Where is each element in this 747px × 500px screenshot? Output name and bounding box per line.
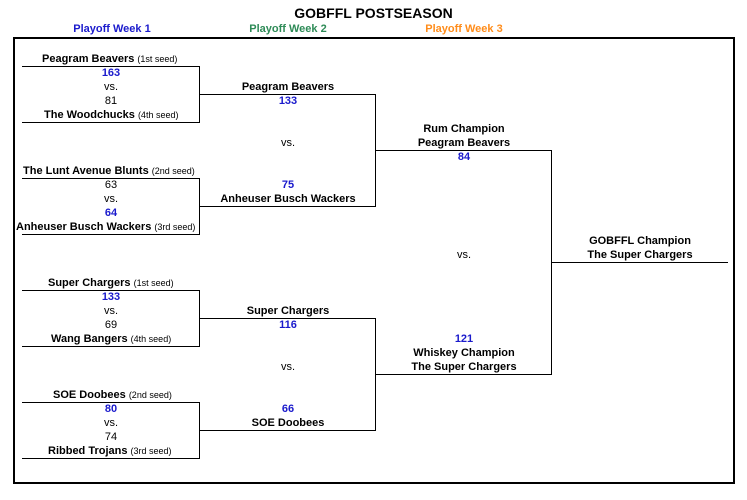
r3-top-team: Peagram Beavers — [417, 137, 511, 149]
r1-m2-score2: 64 — [104, 207, 118, 219]
r3-bottom-title: Whiskey Champion — [413, 347, 515, 359]
r1-m2-team2: Anheuser Busch Wackers (3rd seed) — [16, 221, 196, 233]
r2-m1-team2: Anheuser Busch Wackers — [220, 193, 356, 205]
r1-m1-connector — [199, 66, 200, 122]
r1-m4-score1: 80 — [104, 403, 118, 415]
r2-m2-vs: vs. — [280, 361, 296, 373]
r1-m1-score2: 81 — [104, 95, 118, 107]
r1-m3-line-bottom — [22, 346, 200, 347]
r1-m2-connector — [199, 178, 200, 234]
r2-m2-score2: 66 — [281, 403, 295, 415]
r1-m4-team1: SOE Doobees (2nd seed) — [53, 389, 172, 401]
bracket-frame — [13, 37, 735, 484]
week-2-header: Playoff Week 2 — [249, 23, 327, 35]
r1-m2-line-bottom — [22, 234, 200, 235]
r3-vs: vs. — [456, 249, 472, 261]
r2-m1-connector — [375, 94, 376, 206]
r3-line-top — [376, 150, 552, 151]
r1-m1-team1: Peagram Beavers (1st seed) — [42, 53, 178, 65]
r1-m2-team1: The Lunt Avenue Blunts (2nd seed) — [23, 165, 195, 177]
r2-m2-score1: 116 — [279, 319, 297, 331]
r3-top-score: 84 — [457, 151, 471, 163]
r1-m1-team2: The Woodchucks (4th seed) — [44, 109, 179, 121]
champion-line — [552, 262, 728, 263]
r3-top-title: Rum Champion — [423, 123, 505, 135]
r1-m3-connector — [199, 290, 200, 346]
r3-connector — [551, 150, 552, 374]
r1-m3-score2: 69 — [104, 319, 118, 331]
week-1-header: Playoff Week 1 — [73, 23, 151, 35]
r1-m4-line-top — [22, 402, 200, 403]
champion-team: The Super Chargers — [587, 249, 693, 261]
r2-m2-line-top — [200, 318, 376, 319]
r1-m4-connector — [199, 402, 200, 458]
r3-line-bottom — [376, 374, 552, 375]
r1-m4-team2: Ribbed Trojans (3rd seed) — [48, 445, 172, 457]
champion-title: GOBFFL Champion — [589, 235, 691, 247]
r2-m1-score1: 133 — [278, 95, 298, 107]
r1-m3-team1: Super Chargers (1st seed) — [48, 277, 174, 289]
r1-m2-score1: 63 — [104, 179, 118, 191]
r1-m1-vs: vs. — [103, 81, 119, 93]
r2-m1-line-top — [200, 94, 376, 95]
r1-m2-line-top — [22, 178, 200, 179]
r2-m1-line-bottom — [200, 206, 376, 207]
r1-m3-line-top — [22, 290, 200, 291]
r3-bottom-team: The Super Chargers — [411, 361, 517, 373]
r1-m4-vs: vs. — [103, 417, 119, 429]
r1-m3-team2: Wang Bangers (4th seed) — [51, 333, 172, 345]
r2-m2-team1: Super Chargers — [246, 305, 330, 317]
r2-m1-vs: vs. — [280, 137, 296, 149]
r3-bottom-score: 121 — [454, 333, 474, 345]
week-3-header: Playoff Week 3 — [425, 23, 503, 35]
r2-m1-team1: Peagram Beavers — [241, 81, 335, 93]
r2-m2-line-bottom — [200, 430, 376, 431]
r2-m2-connector — [375, 318, 376, 430]
r1-m4-score2: 74 — [104, 431, 118, 443]
r2-m1-score2: 75 — [281, 179, 295, 191]
r1-m1-line-bottom — [22, 122, 200, 123]
r2-m2-team2: SOE Doobees — [251, 417, 325, 429]
r1-m3-score1: 133 — [101, 291, 121, 303]
r1-m1-line-top — [22, 66, 200, 67]
r1-m4-line-bottom — [22, 458, 200, 459]
page-title: GOBFFL POSTSEASON — [294, 5, 453, 21]
r1-m2-vs: vs. — [103, 193, 119, 205]
r1-m1-score1: 163 — [101, 67, 121, 79]
r1-m3-vs: vs. — [103, 305, 119, 317]
